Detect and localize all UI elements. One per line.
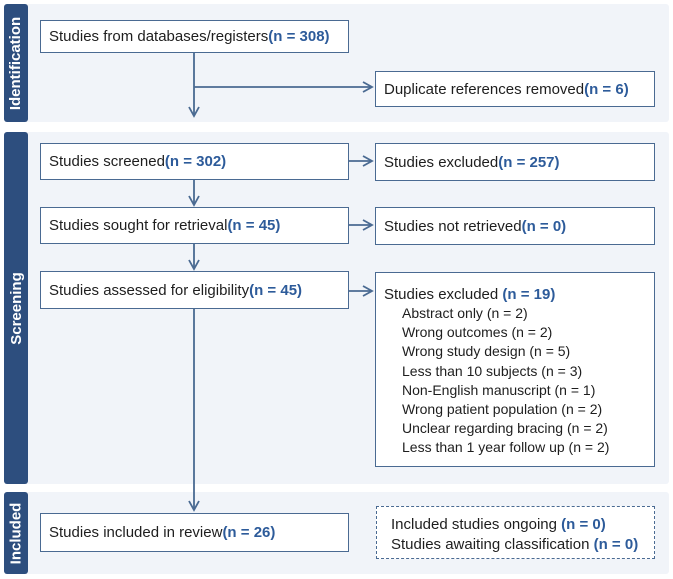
awaiting-line: Studies awaiting classification (n = 0) [391, 536, 639, 553]
excluded-screen-box: Studies excluded (n = 257) [375, 143, 655, 181]
exclusion-reason: Wrong study design (n = 5) [402, 343, 571, 360]
count: (n = 257) [498, 153, 560, 171]
exclusion-reason: Wrong patient population (n = 2) [402, 401, 603, 418]
excluded-elig-heading: Studies excluded (n = 19) [384, 286, 556, 303]
exclusion-reason: Wrong outcomes (n = 2) [402, 324, 553, 341]
included-box: Studies included in review (n = 26) [40, 513, 349, 552]
count: (n = 0) [561, 516, 606, 533]
count: (n = 26) [222, 524, 276, 541]
count: (n = 6) [584, 80, 629, 98]
exclusion-reason: Abstract only (n = 2) [402, 305, 528, 321]
count: (n = 0) [521, 217, 567, 235]
exclusion-reason: Non-English manuscript (n = 1) [402, 381, 596, 398]
sought-box: Studies sought for retrieval (n = 45) [40, 207, 349, 244]
exclusion-reason: Unclear regarding bracing (n = 2) [402, 420, 608, 437]
identification-label-bar: Identification [4, 4, 28, 122]
ongoing-box: Included studies ongoing (n = 0) Studies… [376, 506, 655, 559]
count: (n = 302) [164, 153, 227, 170]
ongoing-line: Included studies ongoing (n = 0) [391, 516, 606, 533]
not-retrieved-box: Studies not retrieved (n = 0) [375, 207, 655, 245]
count: (n = 45) [249, 281, 303, 299]
count: (n = 308) [268, 28, 330, 45]
screened-box: Studies screened (n = 302) [40, 143, 349, 180]
screening-label-bar: Screening [4, 132, 28, 484]
duplicates-box: Duplicate references removed (n = 6) [375, 71, 655, 107]
databases-box: Studies from databases/registers (n = 30… [40, 20, 349, 53]
excluded-elig-box: Studies excluded (n = 19) Abstract only … [375, 272, 655, 467]
exclusion-reasons-list: Abstract only (n = 2) Wrong outcomes (n … [384, 304, 654, 458]
count: (n = 0) [593, 536, 639, 553]
exclusion-reason: Less than 10 subjects (n = 3) [402, 362, 583, 379]
assessed-box: Studies assessed for eligibility (n = 45… [40, 271, 349, 309]
exclusion-reason: Less than 1 year follow up (n = 2) [402, 439, 610, 456]
count: (n = 45) [227, 217, 281, 234]
count: (n = 19) [502, 286, 556, 303]
included-label-bar: Included [4, 492, 28, 574]
